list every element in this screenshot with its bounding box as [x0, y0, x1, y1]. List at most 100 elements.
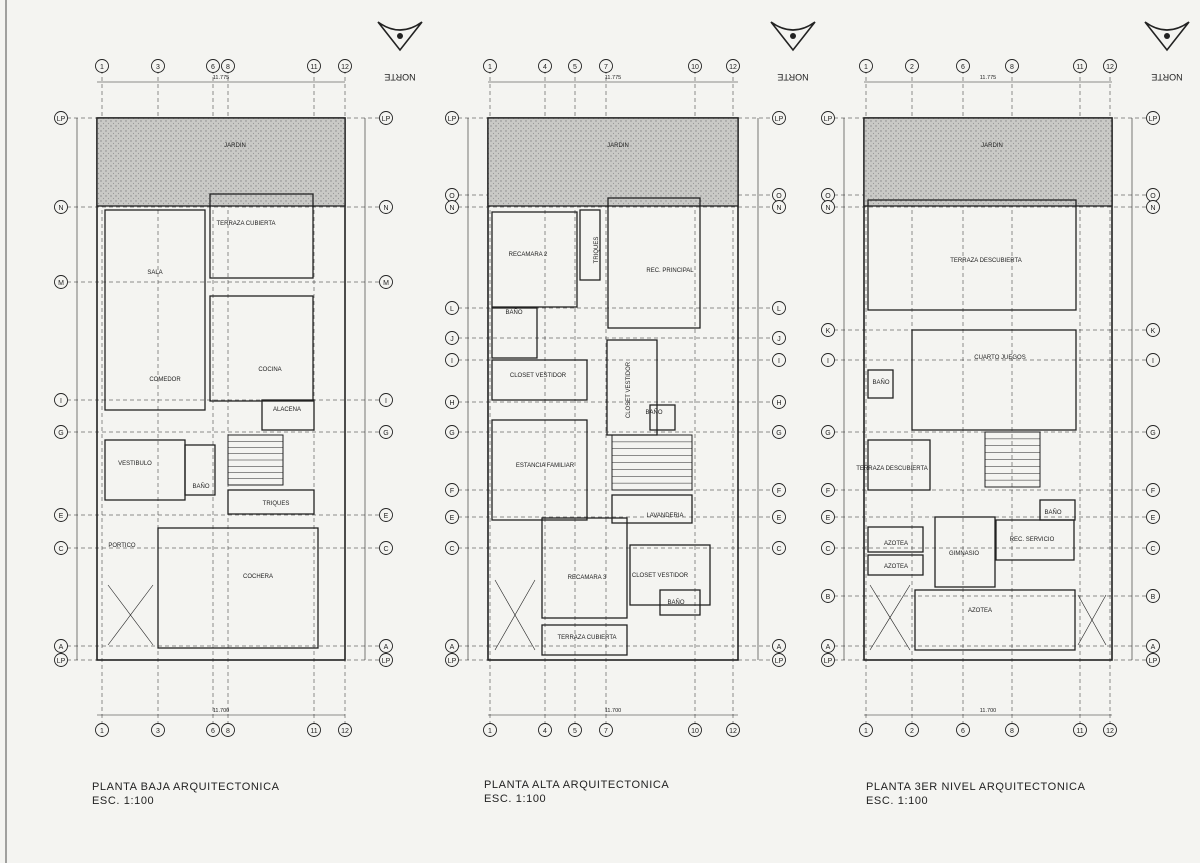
axis-bubble-right-label: J	[777, 336, 781, 343]
axis-bubble-right-label: G	[1150, 430, 1155, 437]
axis-bubble-right-label: LP	[1149, 116, 1158, 123]
axis-bubble-left	[445, 200, 459, 214]
axis-bubble-top-label: 8	[226, 64, 230, 71]
room-label: PORTICO	[108, 543, 136, 549]
plan-2-title-block: PLANTA ALTA ARQUITECTONICA ESC. 1:100	[484, 778, 669, 806]
axis-bubble-left-label: G	[449, 430, 454, 437]
axis-bubble-left	[821, 510, 835, 524]
room-label: BAÑO	[505, 309, 522, 316]
plan-1-title: PLANTA BAJA ARQUITECTONICA	[92, 781, 280, 793]
axis-bubble-left-label: L	[450, 306, 454, 313]
axis-bubble-right-label: N	[383, 205, 388, 212]
axis-bubble-left-label: A	[826, 644, 831, 651]
room-label: BAÑO	[192, 483, 209, 490]
plan-1-scale: ESC. 1:100	[92, 795, 155, 807]
room-label: BAÑO	[1044, 509, 1061, 516]
axis-bubble-left	[54, 508, 68, 522]
axis-bubble-right	[772, 653, 786, 667]
room-label: CLOSET VESTIDOR	[510, 373, 567, 379]
axis-bubble-right-label: O	[1150, 193, 1156, 200]
plan-1-title-block: PLANTA BAJA ARQUITECTONICA ESC. 1:100	[92, 780, 280, 808]
room-outline	[867, 369, 894, 399]
axis-bubble-top	[726, 59, 740, 73]
axis-bubble-bottom	[483, 723, 497, 737]
void-cross	[494, 579, 536, 651]
axis-bubble-left	[445, 331, 459, 345]
axis-bubble-right-label: B	[1151, 594, 1156, 601]
north-arrow: NORTE	[1144, 21, 1190, 82]
north-arrow: NORTE	[377, 21, 423, 82]
axis-bubble-bottom-label: 7	[604, 728, 608, 735]
axis-bubble-bottom-label: 3	[156, 728, 160, 735]
north-arrow-dot	[1164, 33, 1170, 39]
room-outline	[209, 295, 314, 402]
axis-bubble-left	[54, 393, 68, 407]
axis-bubble-left-label: G	[58, 430, 63, 437]
axis-bubble-left	[54, 200, 68, 214]
room-label: BAÑO	[872, 379, 889, 386]
plan-2-title: PLANTA ALTA ARQUITECTONICA	[484, 779, 670, 791]
axis-bubble-right-label: H	[776, 400, 781, 407]
axis-bubble-top-label: 1	[100, 64, 104, 71]
dimension-top-total: 11.775	[605, 75, 621, 81]
room-label: TERRAZA CUBIERTA	[557, 635, 616, 641]
room-label: JARDIN	[224, 143, 246, 149]
axis-bubble-left-label: LP	[57, 658, 66, 665]
axis-bubble-bottom	[151, 723, 165, 737]
axis-bubble-right	[772, 541, 786, 555]
axis-bubble-right	[772, 301, 786, 315]
axis-bubble-left	[54, 541, 68, 555]
axis-bubble-top-label: 11	[310, 64, 317, 71]
axis-bubble-right-label: N	[776, 205, 781, 212]
axis-bubble-right-label: F	[1151, 488, 1155, 495]
axis-bubble-right-label: I	[385, 398, 387, 405]
axis-bubble-left	[821, 425, 835, 439]
void-cross	[107, 584, 154, 646]
axis-bubble-right	[1146, 323, 1160, 337]
axis-bubble-right-label: LP	[382, 116, 391, 123]
room-outline	[491, 211, 578, 308]
axis-bubble-right-label: A	[777, 644, 782, 651]
room-outline	[867, 199, 1077, 311]
axis-bubble-right	[379, 653, 393, 667]
axis-bubble-left-label: G	[825, 430, 830, 437]
axis-bubble-left	[821, 589, 835, 603]
axis-bubble-right-label: K	[1151, 328, 1156, 335]
room-outline	[227, 489, 315, 515]
axis-bubble-left-label: O	[825, 193, 831, 200]
axis-bubble-left	[54, 275, 68, 289]
axis-bubble-bottom-label: 1	[100, 728, 104, 735]
room-label: SALA	[147, 270, 162, 276]
axis-bubble-top-label: 12	[1106, 64, 1114, 71]
axis-bubble-right	[379, 111, 393, 125]
axis-bubble-left-label: LP	[57, 116, 66, 123]
axis-bubble-top	[859, 59, 873, 73]
axis-bubble-left-label: LP	[448, 116, 457, 123]
axis-bubble-bottom-label: 8	[1010, 728, 1014, 735]
axis-bubble-left-label: F	[826, 488, 830, 495]
axis-bubble-top-label: 5	[573, 64, 577, 71]
axis-bubble-top-label: 12	[341, 64, 349, 71]
room-label: GIMNASIO	[949, 551, 979, 557]
room-label: LAVANDERIA	[646, 513, 683, 519]
axis-bubble-right	[1146, 425, 1160, 439]
room-outline	[491, 359, 588, 401]
north-arrow-shape	[770, 21, 816, 52]
axis-bubble-left	[445, 653, 459, 667]
axis-bubble-left	[821, 111, 835, 125]
room-outline	[184, 444, 216, 496]
north-arrow-shape	[377, 21, 423, 52]
room-outline	[491, 307, 538, 359]
axis-bubble-top	[1073, 59, 1087, 73]
room-outline	[487, 117, 739, 207]
axis-bubble-top-label: 1	[488, 64, 492, 71]
axis-bubble-bottom-label: 6	[961, 728, 965, 735]
axis-bubble-right	[379, 275, 393, 289]
axis-bubble-right-label: C	[383, 546, 388, 553]
axis-bubble-top-label: 2	[910, 64, 914, 71]
axis-bubble-bottom	[338, 723, 352, 737]
room-label: BAÑO	[667, 599, 684, 606]
axis-bubble-top	[568, 59, 582, 73]
room-label: AZOTEA	[884, 564, 908, 570]
